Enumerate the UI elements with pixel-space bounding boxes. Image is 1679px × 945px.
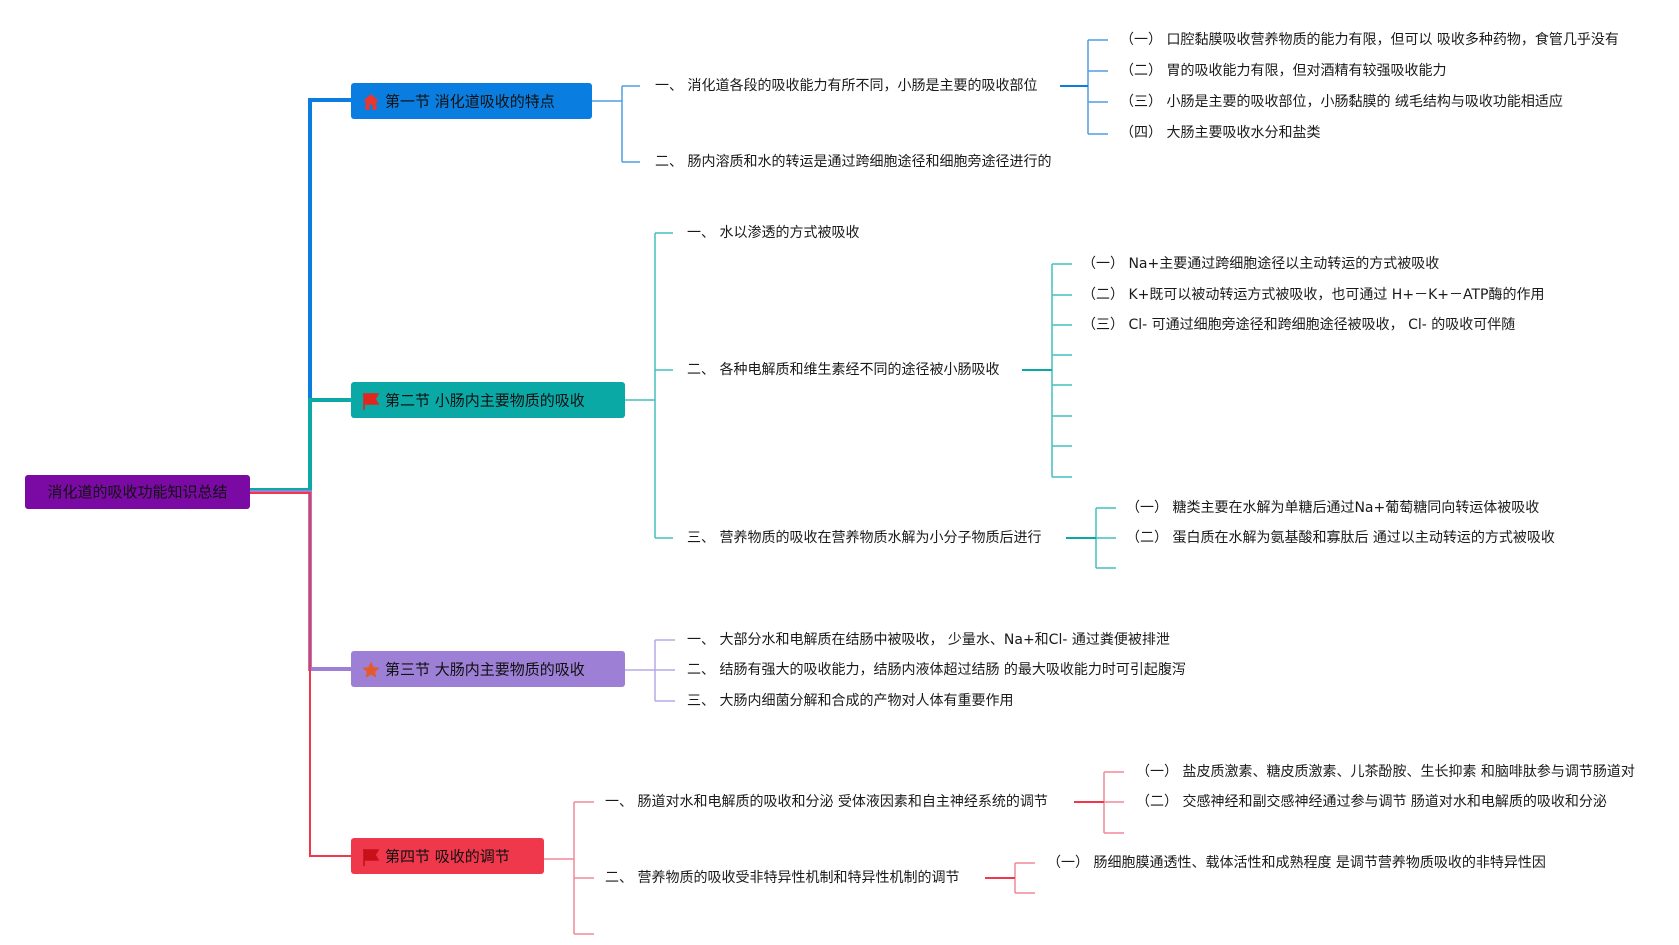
s3-item-1[interactable]: 一、 大部分水和电解质在结肠中被吸收， 少量水、Na+和Cl- 通过粪便被排泄 [687,632,1170,648]
section-4-title: 第四节 吸收的调节 [385,847,510,866]
star-icon [362,661,380,678]
s2-item-2-sub-3[interactable]: （三） Cl- 可通过细胞旁途径和跨细胞途径被吸收， Cl- 的吸收可伴随 [1082,317,1516,333]
s4-item-1-sub-1[interactable]: （一） 盐皮质激素、糖皮质激素、儿茶酚胺、生长抑素 和脑啡肽参与调节肠道对 [1136,764,1635,780]
s4-branch [544,801,594,935]
section-1-title: 第一节 消化道吸收的特点 [385,92,555,111]
s4-item-1-sub-2[interactable]: （二） 交感神经和副交感神经通过参与调节 肠道对水和电解质的吸收和分泌 [1136,794,1607,810]
section-1-node[interactable]: 第一节 消化道吸收的特点 [351,83,592,119]
s1-item-1-sub-2[interactable]: （二） 胃的吸收能力有限，但对酒精有较强吸收能力 [1120,63,1447,79]
section-2-title: 第二节 小肠内主要物质的吸收 [385,391,585,410]
section-3-title: 第三节 大肠内主要物质的吸收 [385,660,585,679]
root-link-s1 [248,98,353,492]
s2-item-2-sub-1[interactable]: （一） Na+主要通过跨细胞途径以主动转运的方式被吸收 [1082,256,1440,272]
s4-item-2[interactable]: 二、 营养物质的吸收受非特异性机制和特异性机制的调节 [605,870,960,886]
s1-item-1-sub-3[interactable]: （三） 小肠是主要的吸收部位，小肠黏膜的 绒毛结构与吸收功能相适应 [1120,94,1563,110]
flag-icon [363,392,380,410]
s1-item-2[interactable]: 二、 肠内溶质和水的转运是通过跨细胞途径和细胞旁途径进行的 [655,154,1052,170]
s2-item-3-sub-1[interactable]: （一） 糖类主要在水解为单糖后通过Na+葡萄糖同向转运体被吸收 [1126,500,1540,516]
s4-item-2-sub-1[interactable]: （一） 肠细胞膜通透性、载体活性和成熟程度 是调节营养物质吸收的非特异性因 [1047,855,1546,871]
section-2-node[interactable]: 第二节 小肠内主要物质的吸收 [351,382,625,418]
s2-item-1[interactable]: 一、 水以渗透的方式被吸收 [687,225,860,241]
s1-item-1-sub-1[interactable]: （一） 口腔黏膜吸收营养物质的能力有限，但可以 吸收多种药物，食管几乎没有 [1120,32,1619,48]
s2-item-3-sub-2[interactable]: （二） 蛋白质在水解为氨基酸和寡肽后 通过以主动转运的方式被吸收 [1126,530,1555,546]
section-3-node[interactable]: 第三节 大肠内主要物质的吸收 [351,651,625,687]
s1-item-1[interactable]: 一、 消化道各段的吸收能力有所不同，小肠是主要的吸收部位 [655,78,1038,94]
section-4-node[interactable]: 第四节 吸收的调节 [351,838,544,874]
s2-item-2-sub-2[interactable]: （二） K+既可以被动转运方式被吸收，也可通过 H+－K+－ATP酶的作用 [1082,287,1545,303]
s2-item-3[interactable]: 三、 营养物质的吸收在营养物质水解为小分子物质后进行 [687,530,1042,546]
root-link-s2 [248,398,353,492]
s3-item-2[interactable]: 二、 结肠有强大的吸收能力，结肠内液体超过结肠 的最大吸收能力时可引起腹泻 [687,662,1186,678]
s1-branch [592,85,640,163]
flag-icon [363,848,380,866]
s3-branch [625,639,675,702]
s2-item-2[interactable]: 二、 各种电解质和维生素经不同的途径被小肠吸收 [687,362,1000,378]
s4-item-1[interactable]: 一、 肠道对水和电解质的吸收和分泌 受体液因素和自主神经系统的调节 [605,794,1048,810]
root-topic-label: 消化道的吸收功能知识总结 [47,483,228,501]
root-topic[interactable]: 消化道的吸收功能知识总结 [25,475,250,509]
s1-item-1-sub-4[interactable]: （四） 大肠主要吸收水分和盐类 [1120,125,1321,141]
house-icon [363,93,379,110]
s2-branch [625,232,673,539]
root-link-s3 [248,490,353,671]
root-link-s4 [250,492,351,857]
s3-item-3[interactable]: 三、 大肠内细菌分解和合成的产物对人体有重要作用 [687,693,1014,709]
